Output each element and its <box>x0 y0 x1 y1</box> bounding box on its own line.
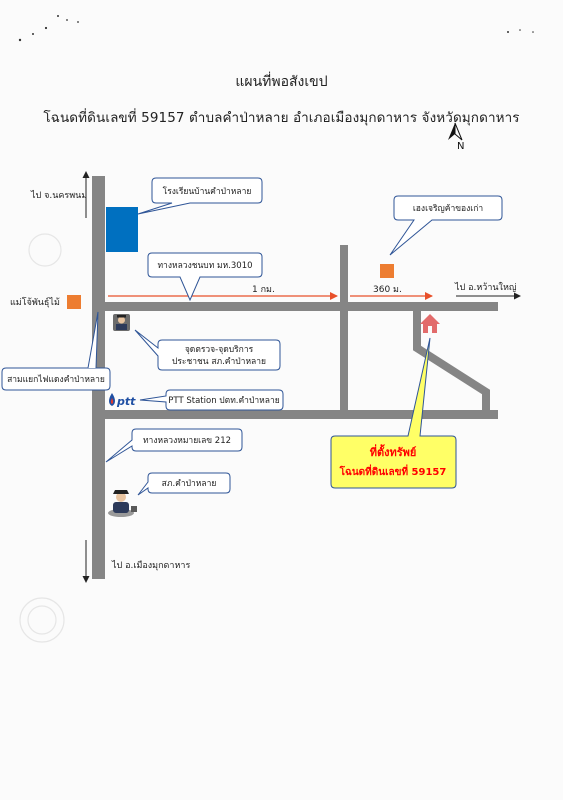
distance-1km-label: 1 กม. <box>252 285 275 295</box>
property-access-road <box>413 311 490 410</box>
house-icon <box>420 314 440 333</box>
map-subtitle: โฉนดที่ดินเลขที่ 59157 ตำบลคำป่าหลาย อำเ… <box>43 110 520 126</box>
property-callout[interactable]: ที่ตั้งทรัพย์ โฉนดที่ดินเลขที่ 59157 <box>330 337 457 489</box>
highway-212-label: ทางหลวงหมายเลข 212 <box>143 436 231 446</box>
junction-label: สามแยกไฟแดงคำป่าหลาย <box>7 374 105 385</box>
police-checkpoint-label-line2: ประชาชน สภ.คำป่าหลาย <box>172 357 266 367</box>
plant-shop-marker <box>67 295 81 309</box>
old-market-marker <box>380 264 394 278</box>
road-3010-callout: ทางหลวงชนบท มห.3010 <box>147 252 263 302</box>
to-wan-yai-label: ไป อ.หว้านใหญ่ <box>454 282 517 293</box>
lower-road <box>105 410 498 419</box>
police-checkpoint-callout: จุดตรวจ-จุดบริการ ประชาชน สภ.คำป่าหลาย <box>134 329 281 371</box>
police-station-icon <box>108 490 137 517</box>
school-callout: โรงเรียนบ้านคำป่าหลาย <box>137 177 263 215</box>
school-marker <box>106 207 138 252</box>
old-market-label: เฮงเจริญค้าของเก่า <box>413 203 483 214</box>
scan-specks <box>18 15 534 42</box>
to-mueang-mukdahan-label: ไป อ.เมืองมุกดาหาร <box>111 560 190 571</box>
old-market-callout: เฮงเจริญค้าของเก่า <box>389 195 503 256</box>
police-station-label: สภ.คำป่าหลาย <box>162 479 217 489</box>
road-3010-label: ทางหลวงชนบท มห.3010 <box>157 261 252 271</box>
ptt-logo-text: ptt <box>116 395 136 408</box>
north-label: N <box>457 141 464 152</box>
distance-360m-label: 360 ม. <box>373 285 402 295</box>
road-3010 <box>105 302 498 311</box>
scan-watermark <box>19 233 65 643</box>
map-title: แผนที่พอสังเขป <box>235 74 328 90</box>
roads <box>92 176 498 579</box>
ptt-logo-icon: ptt <box>109 393 136 408</box>
police-station-callout: สภ.คำป่าหลาย <box>137 472 231 496</box>
to-nakhon-phanom-label: ไป จ.นครพนม <box>30 190 87 201</box>
police-checkpoint-label-line1: จุดตรวจ-จุดบริการ <box>185 345 254 355</box>
north-arrow-icon: N <box>448 122 464 152</box>
police-officer-icon <box>113 314 130 331</box>
school-label: โรงเรียนบ้านคำป่าหลาย <box>163 186 252 197</box>
ptt-station-label: PTT Station ปตท.คำป่าหลาย <box>168 396 279 406</box>
junction-callout: สามแยกไฟแดงคำป่าหลาย <box>1 311 111 391</box>
property-label-line2: โฉนดที่ดินเลขที่ 59157 <box>339 464 447 478</box>
highway-212-callout: ทางหลวงหมายเลข 212 <box>105 428 243 463</box>
plant-shop-label: แม่โจ้พันธุ์ไม้ <box>10 296 60 308</box>
ptt-station-callout: PTT Station ปตท.คำป่าหลาย <box>139 389 284 411</box>
cross-road <box>340 245 348 410</box>
property-label-line1: ที่ตั้งทรัพย์ <box>370 444 417 459</box>
